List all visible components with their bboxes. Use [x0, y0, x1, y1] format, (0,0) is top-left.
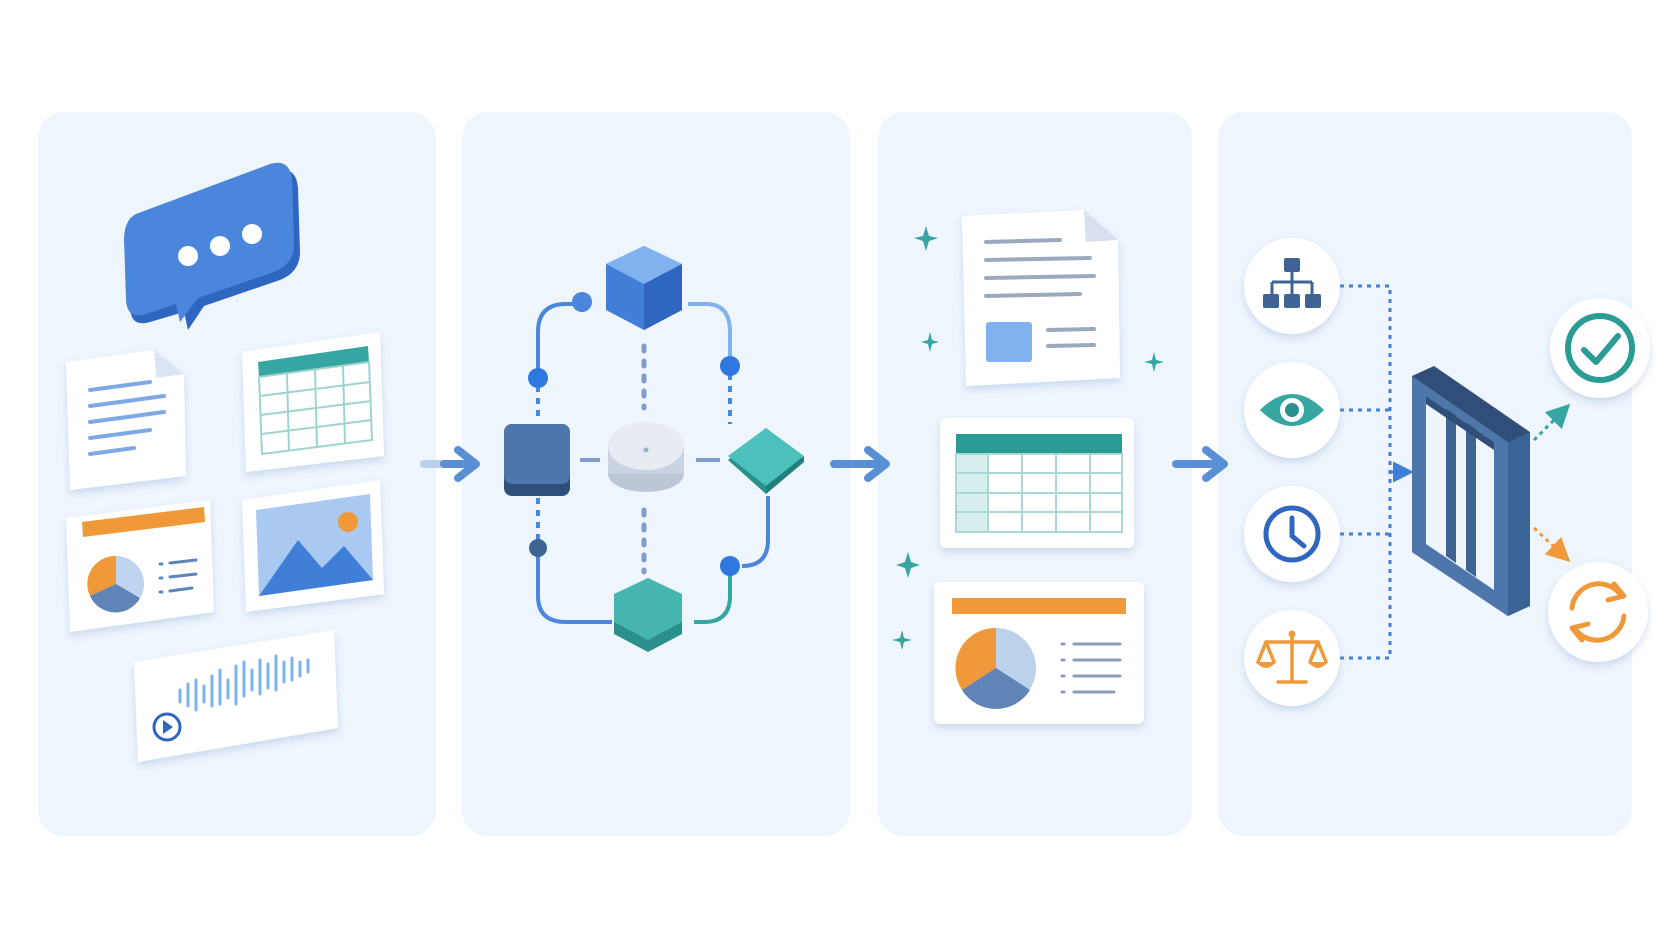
check-icon[interactable]: [1550, 298, 1650, 398]
flow-arrow-1: [420, 446, 480, 482]
policy-connections: [1340, 284, 1414, 660]
spreadsheet-icon: [242, 332, 384, 472]
eye-icon[interactable]: [1244, 362, 1340, 458]
refresh-icon[interactable]: [1548, 562, 1648, 662]
connector-dot: [529, 539, 547, 557]
node-connections: [536, 302, 770, 624]
cube-icon: [504, 424, 570, 496]
cube-icon: [606, 246, 682, 330]
audio-waveform-icon: [134, 630, 338, 762]
connector-dot: [528, 368, 548, 388]
gate-icon: [1412, 366, 1530, 616]
approved-arrow: [1532, 403, 1571, 442]
sparkle-icon: [892, 226, 1164, 650]
image-icon: [242, 480, 384, 612]
flow-arrow-3: [1172, 446, 1228, 482]
report-chart-icon: [66, 500, 214, 632]
connector-dot: [720, 356, 740, 376]
connector-dot: [720, 556, 740, 576]
play-icon[interactable]: [152, 712, 182, 742]
report-chart-icon: [934, 582, 1144, 724]
hierarchy-icon[interactable]: [1244, 238, 1340, 334]
chat-bubble-icon: [124, 162, 300, 330]
rework-arrow: [1532, 526, 1571, 563]
spreadsheet-icon: [940, 418, 1134, 548]
hexagon-node-icon: [614, 578, 682, 652]
connector-dot: [572, 292, 592, 312]
document-icon: [66, 350, 186, 490]
clock-icon[interactable]: [1244, 486, 1340, 582]
cylinder-hub-icon: [608, 422, 684, 492]
scales-icon[interactable]: [1244, 610, 1340, 706]
document-icon: [962, 210, 1120, 386]
flow-arrow-2: [830, 446, 890, 482]
diamond-node-icon: [728, 428, 804, 494]
